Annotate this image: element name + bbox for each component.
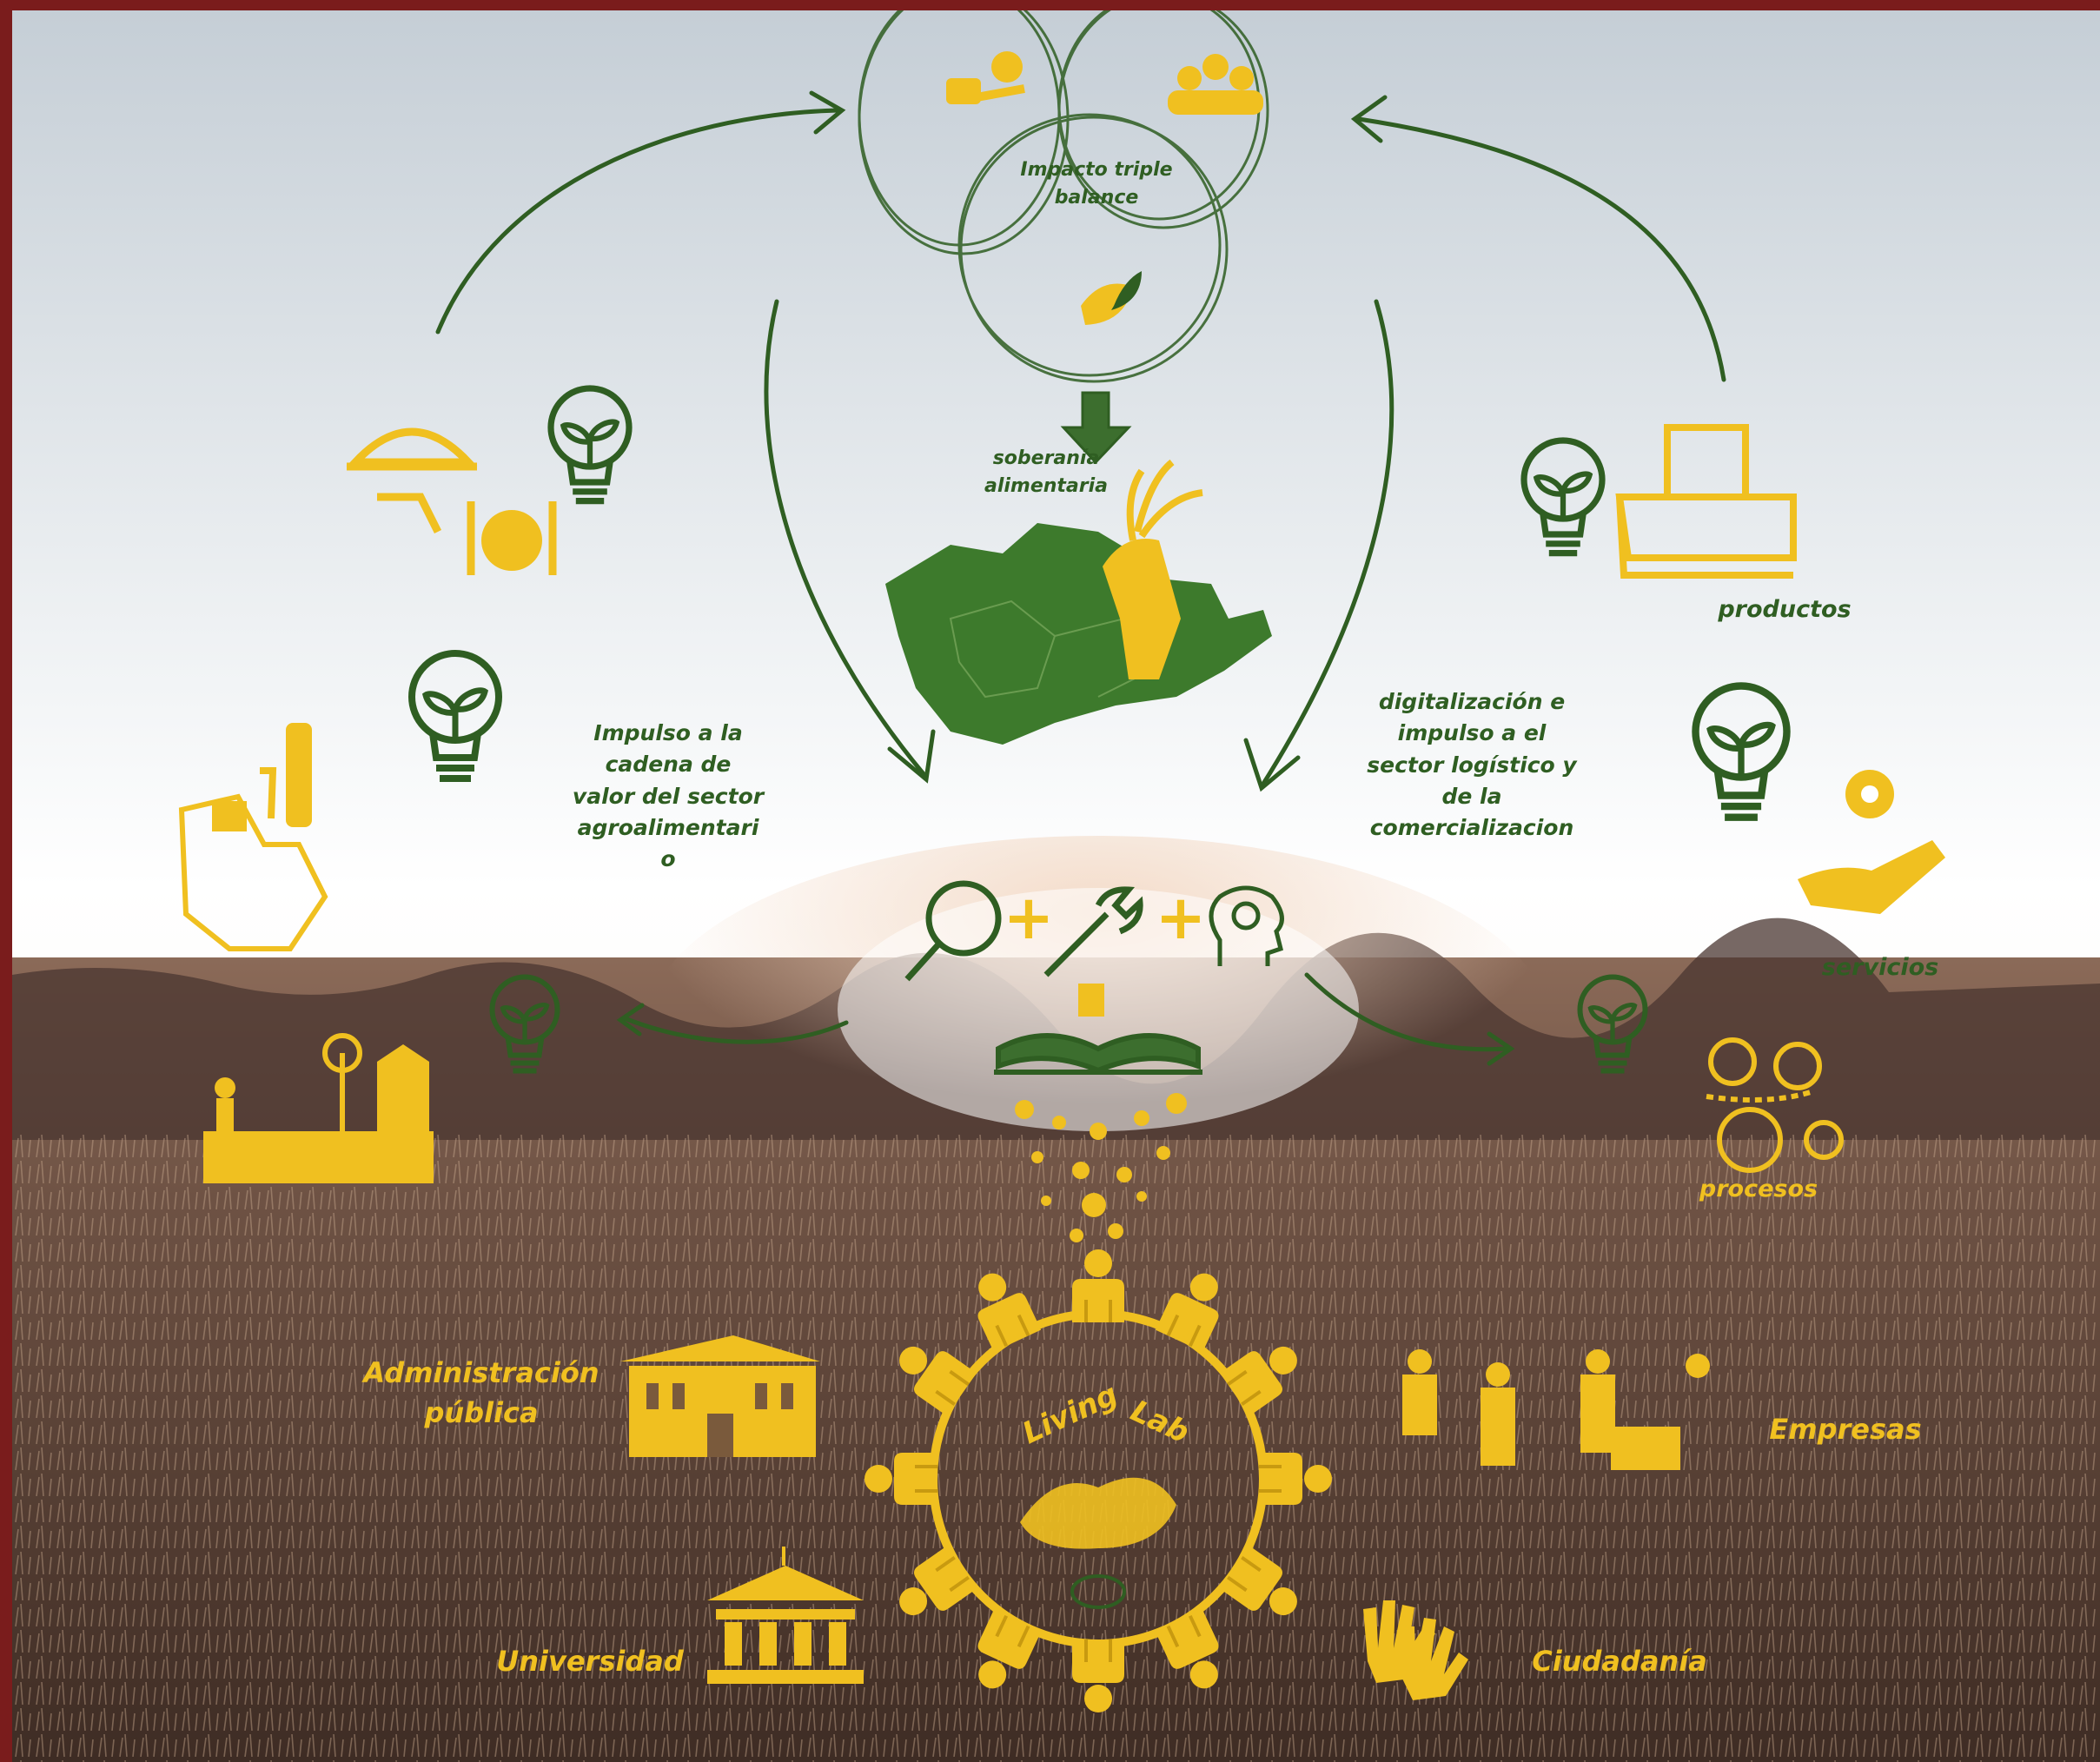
process-gears-icon — [1706, 1037, 1844, 1173]
wrench-icon — [1043, 886, 1143, 977]
university-label: Universidad — [496, 1645, 684, 1678]
magnifier-icon — [904, 880, 1002, 982]
svg-text:+: + — [1156, 882, 1207, 953]
food-sovereignty-label: soberanía alimentaria — [984, 447, 1109, 497]
wine-map-icon — [178, 723, 328, 951]
open-book-icon — [994, 1033, 1202, 1075]
building-icon — [620, 1335, 820, 1457]
cloche-icon — [346, 427, 478, 534]
farm-icon — [203, 1033, 434, 1183]
hand-grain-icon — [1103, 459, 1203, 679]
companies-label: Empresas — [1769, 1413, 1922, 1446]
leaf-icon — [1081, 271, 1142, 325]
hands-icon — [1363, 1600, 1468, 1700]
plate-cutlery-icon — [467, 501, 557, 575]
people-circle-icon — [863, 1248, 1334, 1714]
workers-icon — [1402, 1349, 1710, 1470]
processes-label: procesos — [1699, 1176, 1818, 1202]
people-group-icon — [1168, 54, 1263, 115]
hand-money-icon — [946, 51, 1025, 104]
services-label: servicios — [1821, 954, 1939, 981]
living-lab-diagram: + + — [12, 10, 2100, 1762]
products-label: productos — [1718, 596, 1852, 623]
down-arrow-icon — [1060, 391, 1132, 465]
box-icon — [1615, 424, 1797, 579]
diagram-canvas: + + — [12, 10, 2100, 1762]
university-icon — [707, 1547, 864, 1684]
impact-label: Impacto triple balance — [1020, 159, 1173, 209]
value-chain-label: Impulso a la cadena de valor del sector … — [572, 720, 765, 871]
book-badge-icon — [1078, 984, 1104, 1017]
head-gear-icon — [1209, 885, 1284, 966]
svg-text:+: + — [1004, 882, 1055, 953]
gear-hand-icon — [1798, 770, 1945, 914]
digitalization-label: digitalización e impulso a el sector log… — [1367, 689, 1577, 840]
citizens-label: Ciudadanía — [1532, 1645, 1707, 1678]
public-admin-label: Administración pública — [363, 1356, 600, 1430]
